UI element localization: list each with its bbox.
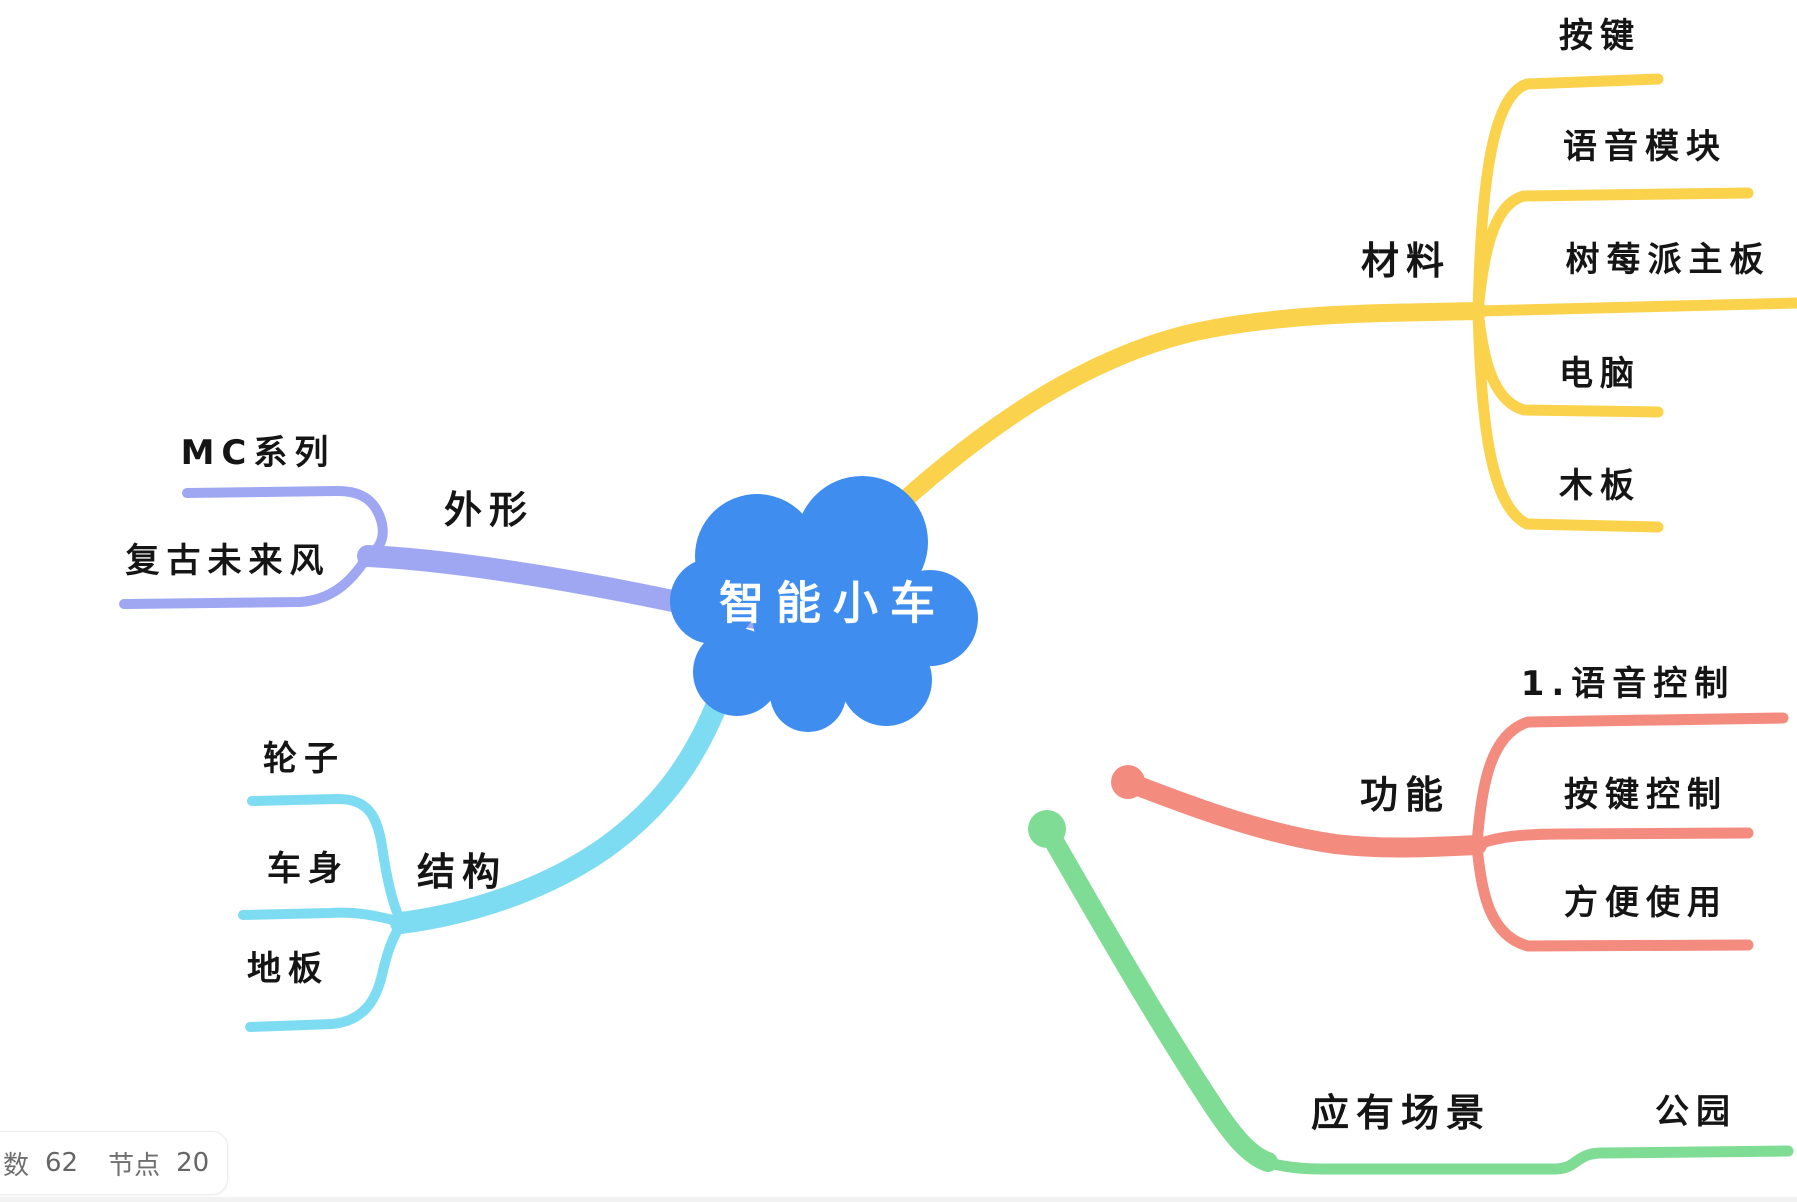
materials-branch-stem bbox=[893, 302, 1487, 511]
node-park[interactable]: 公园 bbox=[1655, 1092, 1737, 1132]
materials-child-line-voice-module bbox=[1472, 187, 1754, 317]
node-raspberry-pi-board[interactable]: 树莓派主板 bbox=[1565, 240, 1771, 280]
node-appearance[interactable]: 外形 bbox=[443, 488, 535, 532]
node-materials[interactable]: 材料 bbox=[1360, 239, 1452, 283]
scene-branch-cap bbox=[1028, 810, 1066, 848]
node-computer[interactable]: 电脑 bbox=[1559, 354, 1641, 394]
node-floor[interactable]: 地板 bbox=[247, 949, 329, 989]
node-easy-to-use[interactable]: 方便使用 bbox=[1564, 883, 1728, 923]
structure-child-line-floor bbox=[245, 920, 406, 1032]
materials-child-line-wood-board bbox=[1472, 305, 1664, 533]
central-topic-cloud[interactable] bbox=[670, 476, 978, 732]
node-count-label: 节点 bbox=[108, 1150, 161, 1181]
structure-child-line-car-body bbox=[238, 907, 406, 927]
materials-child-line-raspberry-pi bbox=[1472, 297, 1797, 317]
node-voice-module[interactable]: 语音模块 bbox=[1563, 127, 1727, 167]
node-wood-board[interactable]: 木板 bbox=[1559, 466, 1641, 506]
scene-branch-stem bbox=[1037, 819, 1278, 1172]
node-button-control[interactable]: 按键控制 bbox=[1564, 775, 1728, 815]
node-application-scene[interactable]: 应有场景 bbox=[1310, 1091, 1492, 1135]
appearance-child-line-mc-series bbox=[182, 485, 388, 561]
node-count-value: 20 bbox=[176, 1148, 210, 1178]
functions-branch-cap bbox=[1111, 765, 1145, 799]
status-bar: 数 62 节点 20 bbox=[0, 1131, 228, 1195]
node-mc-series[interactable]: MC系列 bbox=[180, 433, 336, 473]
structure-branch-stem bbox=[390, 688, 730, 934]
char-count-label: 数 bbox=[3, 1150, 30, 1181]
node-wheels[interactable]: 轮子 bbox=[263, 739, 345, 779]
canvas-bottom-edge bbox=[0, 1197, 1797, 1202]
node-retro-future-style[interactable]: 复古未来风 bbox=[125, 541, 331, 581]
structure-child-line-wheels bbox=[247, 793, 406, 926]
node-car-body[interactable]: 车身 bbox=[267, 849, 349, 889]
node-functions[interactable]: 功能 bbox=[1359, 773, 1451, 817]
appearance-child-line-retro-future bbox=[119, 552, 372, 609]
functions-branch-stem bbox=[1118, 772, 1487, 858]
node-voice-control[interactable]: 1.语音控制 bbox=[1520, 664, 1736, 704]
node-button[interactable]: 按键 bbox=[1559, 16, 1641, 56]
functions-child-line-easy-use bbox=[1471, 839, 1754, 952]
char-count-value: 62 bbox=[45, 1148, 79, 1178]
functions-child-line-button-control bbox=[1471, 827, 1754, 851]
scene-child-line-park bbox=[1254, 1145, 1794, 1175]
node-structure[interactable]: 结构 bbox=[416, 850, 508, 894]
functions-child-line-voice-control bbox=[1471, 712, 1789, 851]
central-topic-label[interactable]: 智能小车 bbox=[718, 576, 948, 630]
